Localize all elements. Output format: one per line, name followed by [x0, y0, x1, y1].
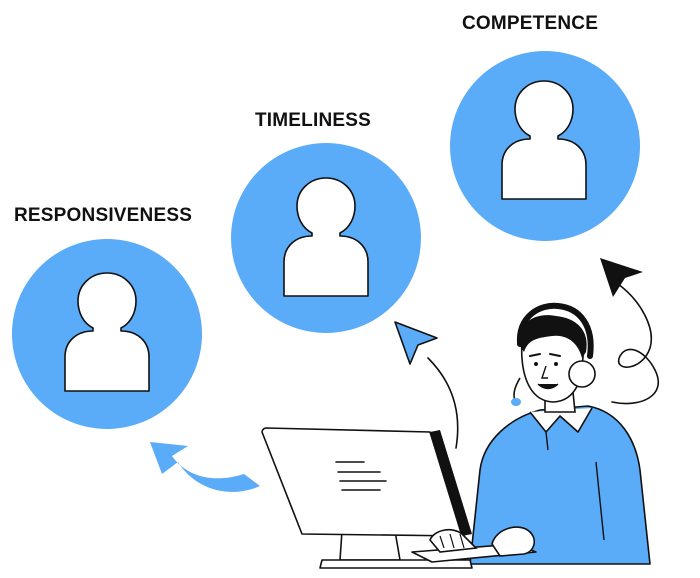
- label-timeliness: TIMELINESS: [255, 110, 372, 131]
- competence-avatar: [450, 51, 640, 241]
- arrow-to-competence: [600, 258, 660, 405]
- responsiveness-avatar: [12, 239, 202, 429]
- cursor-arrow-icon: [600, 258, 643, 297]
- arrow-to-responsiveness: [150, 442, 260, 492]
- label-responsiveness: RESPONSIVENESS: [14, 205, 193, 226]
- keyboard-and-hands: [411, 526, 537, 563]
- support-agent: [469, 302, 651, 565]
- screen-text-lines: [335, 461, 387, 491]
- label-competence: COMPETENCE: [462, 13, 599, 34]
- timeliness-avatar: [231, 143, 421, 333]
- cursor-arrow-icon: [394, 321, 438, 365]
- arrow-to-timeliness: [394, 321, 459, 449]
